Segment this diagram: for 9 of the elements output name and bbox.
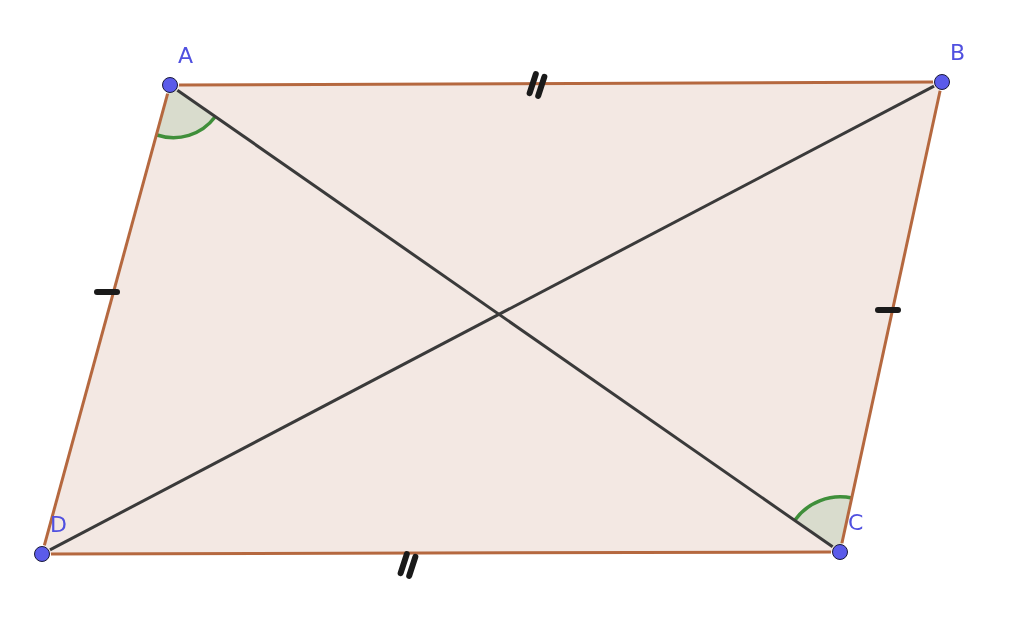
side-line bbox=[840, 90, 942, 544]
point-label: C bbox=[848, 511, 864, 535]
side-line bbox=[51, 550, 831, 556]
side-line bbox=[42, 93, 170, 546]
diagonal-line bbox=[176, 88, 834, 549]
point-label: B bbox=[950, 41, 966, 65]
side-line bbox=[179, 80, 933, 87]
point-label: A bbox=[178, 44, 194, 68]
point-label: D bbox=[50, 513, 67, 537]
